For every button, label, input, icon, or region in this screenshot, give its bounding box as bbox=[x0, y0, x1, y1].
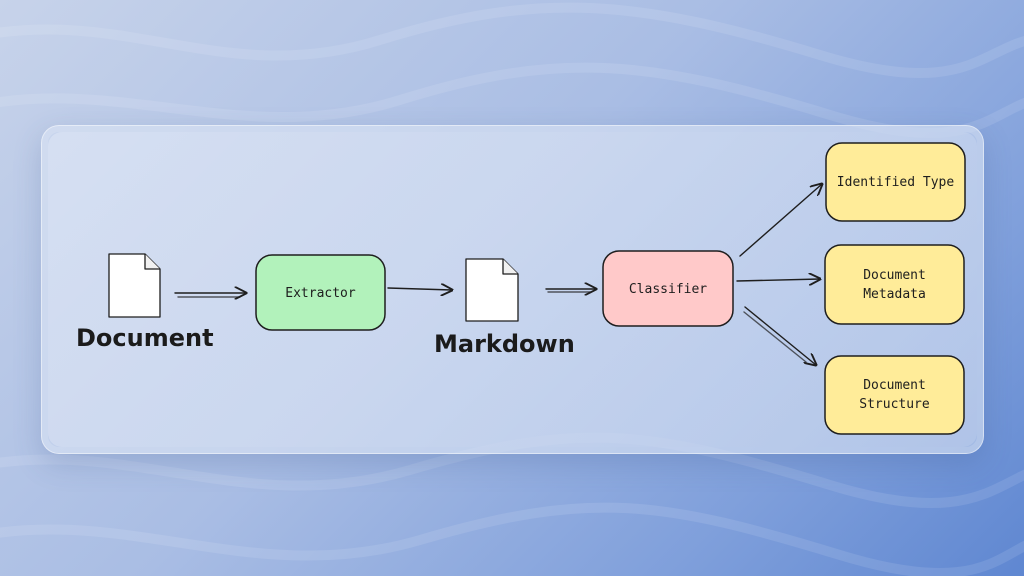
extractor-label: Extractor bbox=[285, 286, 356, 301]
extractor-node: Extractor bbox=[255, 254, 386, 331]
document-metadata-box bbox=[824, 244, 965, 325]
extractor-box bbox=[255, 254, 386, 331]
arrow-classifier-to-document-structure bbox=[743, 306, 816, 365]
arrow-classifier-to-identified-type bbox=[739, 184, 822, 257]
classifier-node: Classifier bbox=[602, 250, 734, 327]
identified-type-label: Identified Type bbox=[837, 175, 955, 190]
arrow-extractor-to-markdown bbox=[387, 288, 452, 290]
document-label: Document bbox=[76, 324, 214, 352]
document-structure-node: Document Structure bbox=[824, 355, 965, 435]
document-metadata-node: Document Metadata bbox=[824, 244, 965, 325]
arrow-document-to-extractor bbox=[174, 293, 246, 297]
markdown-label: Markdown bbox=[434, 330, 575, 358]
document-metadata-label-line1: Document bbox=[863, 268, 926, 283]
document-file-icon bbox=[108, 253, 161, 318]
document-structure-label-line1: Document bbox=[863, 378, 926, 393]
document-structure-box bbox=[824, 355, 965, 435]
identified-type-node: Identified Type bbox=[825, 142, 966, 222]
arrow-classifier-to-document-metadata bbox=[736, 279, 820, 281]
arrow-markdown-to-classifier bbox=[545, 289, 596, 292]
classifier-label: Classifier bbox=[629, 282, 707, 297]
markdown-file-icon bbox=[465, 258, 519, 322]
identified-type-box bbox=[825, 142, 966, 222]
document-metadata-label-line2: Metadata bbox=[863, 287, 926, 302]
document-structure-label-line2: Structure bbox=[859, 397, 930, 412]
classifier-box bbox=[602, 250, 734, 327]
